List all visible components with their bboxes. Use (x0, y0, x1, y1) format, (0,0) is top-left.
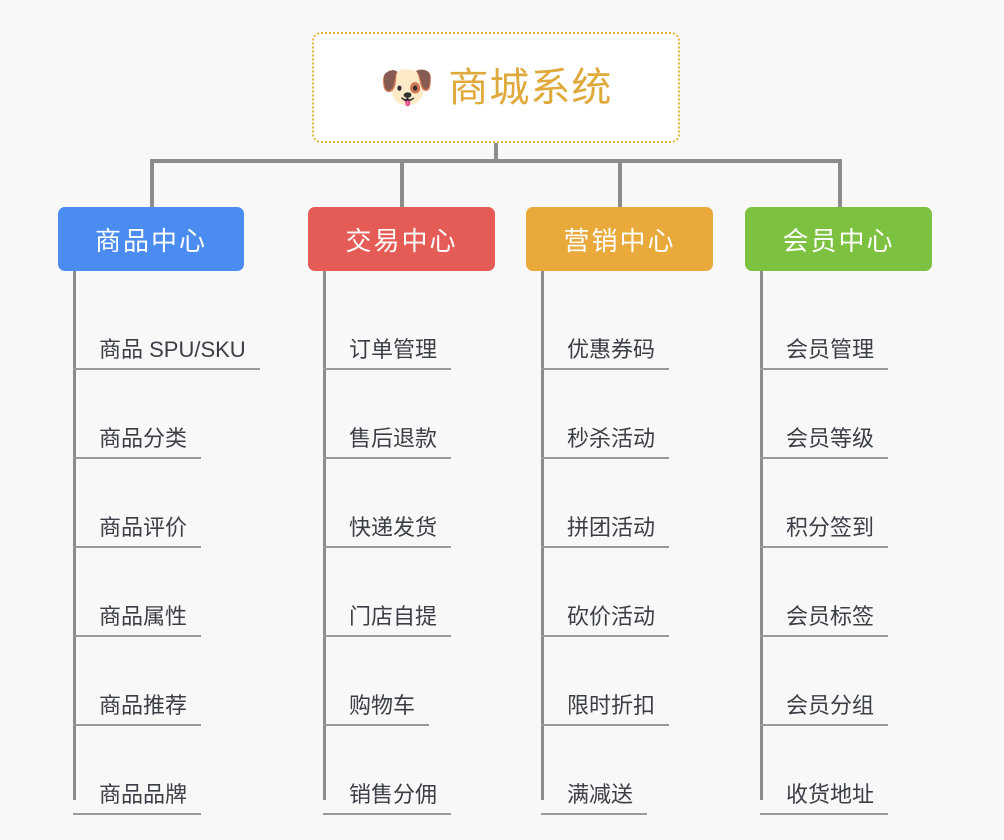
leaf-label: 会员管理 (760, 337, 889, 370)
leaf-label: 会员等级 (760, 426, 889, 459)
branch-trunk-2 (323, 271, 326, 800)
leaf-label: 会员分组 (760, 693, 889, 726)
leaf-label: 销售分佣 (323, 782, 452, 815)
list-item[interactable]: 积分签到 (745, 459, 932, 548)
leaf-label: 砍价活动 (541, 604, 670, 637)
list-item[interactable]: 快递发货 (308, 459, 495, 548)
list-item[interactable]: 满减送 (526, 726, 713, 815)
leaf-label: 会员标签 (760, 604, 889, 637)
leaf-label: 快递发货 (323, 515, 452, 548)
leaf-label: 拼团活动 (541, 515, 670, 548)
root-title: 商城系统 (448, 65, 613, 110)
list-item[interactable]: 优惠券码 (526, 281, 713, 370)
leaf-label: 订单管理 (323, 337, 452, 370)
list-item[interactable]: 会员标签 (745, 548, 932, 637)
list-item[interactable]: 砍价活动 (526, 548, 713, 637)
branch-trunk-1 (73, 271, 76, 800)
leaf-label: 满减送 (541, 782, 648, 815)
leaf-label: 商品评价 (73, 515, 202, 548)
leaf-label: 商品推荐 (73, 693, 202, 726)
connector-horizontal-bus (150, 159, 840, 163)
list-item[interactable]: 会员管理 (745, 281, 932, 370)
list-item[interactable]: 商品推荐 (58, 637, 260, 726)
leaf-label: 购物车 (323, 693, 430, 726)
branch-header-member-center[interactable]: 会员中心 (745, 207, 932, 271)
list-item[interactable]: 购物车 (308, 637, 495, 726)
list-item[interactable]: 拼团活动 (526, 459, 713, 548)
connector-drop-3 (618, 159, 622, 207)
connector-drop-2 (400, 159, 404, 207)
list-item[interactable]: 售后退款 (308, 370, 495, 459)
branch-header-trade-center[interactable]: 交易中心 (308, 207, 495, 271)
list-item[interactable]: 会员分组 (745, 637, 932, 726)
leaf-label: 积分签到 (760, 515, 889, 548)
root-node[interactable]: 🐶 商城系统 (312, 32, 680, 143)
list-item[interactable]: 订单管理 (308, 281, 495, 370)
leaf-label: 收货地址 (760, 782, 889, 815)
branch-trade-center: 交易中心 订单管理 售后退款 快递发货 门店自提 购物车 销售分佣 (308, 207, 495, 815)
list-item[interactable]: 秒杀活动 (526, 370, 713, 459)
branch-product-center: 商品中心 商品 SPU/SKU 商品分类 商品评价 商品属性 商品推荐 商品品牌 (58, 207, 260, 815)
leaf-label: 限时折扣 (541, 693, 670, 726)
branch-marketing-center: 营销中心 优惠券码 秒杀活动 拼团活动 砍价活动 限时折扣 满减送 (526, 207, 713, 815)
connector-drop-1 (150, 159, 154, 207)
leaf-label: 秒杀活动 (541, 426, 670, 459)
list-item[interactable]: 商品分类 (58, 370, 260, 459)
connector-root-stem (494, 143, 498, 162)
list-item[interactable]: 门店自提 (308, 548, 495, 637)
connector-drop-4 (838, 159, 842, 207)
leaf-label: 售后退款 (323, 426, 452, 459)
branch-trunk-3 (541, 271, 544, 800)
list-item[interactable]: 商品属性 (58, 548, 260, 637)
leaf-list-product-center: 商品 SPU/SKU 商品分类 商品评价 商品属性 商品推荐 商品品牌 (58, 281, 260, 815)
leaf-list-trade-center: 订单管理 售后退款 快递发货 门店自提 购物车 销售分佣 (308, 281, 495, 815)
leaf-label: 门店自提 (323, 604, 452, 637)
branch-header-marketing-center[interactable]: 营销中心 (526, 207, 713, 271)
leaf-list-member-center: 会员管理 会员等级 积分签到 会员标签 会员分组 收货地址 (745, 281, 932, 815)
branch-member-center: 会员中心 会员管理 会员等级 积分签到 会员标签 会员分组 收货地址 (745, 207, 932, 815)
list-item[interactable]: 销售分佣 (308, 726, 495, 815)
list-item[interactable]: 商品品牌 (58, 726, 260, 815)
list-item[interactable]: 收货地址 (745, 726, 932, 815)
branch-trunk-4 (760, 271, 763, 800)
leaf-label: 商品 SPU/SKU (73, 337, 260, 370)
leaf-label: 商品属性 (73, 604, 202, 637)
branch-header-product-center[interactable]: 商品中心 (58, 207, 244, 271)
list-item[interactable]: 商品 SPU/SKU (58, 281, 260, 370)
leaf-label: 优惠券码 (541, 337, 670, 370)
list-item[interactable]: 限时折扣 (526, 637, 713, 726)
list-item[interactable]: 会员等级 (745, 370, 932, 459)
list-item[interactable]: 商品评价 (58, 459, 260, 548)
dog-face-icon: 🐶 (379, 62, 435, 112)
leaf-label: 商品分类 (73, 426, 202, 459)
leaf-label: 商品品牌 (73, 782, 202, 815)
leaf-list-marketing-center: 优惠券码 秒杀活动 拼团活动 砍价活动 限时折扣 满减送 (526, 281, 713, 815)
